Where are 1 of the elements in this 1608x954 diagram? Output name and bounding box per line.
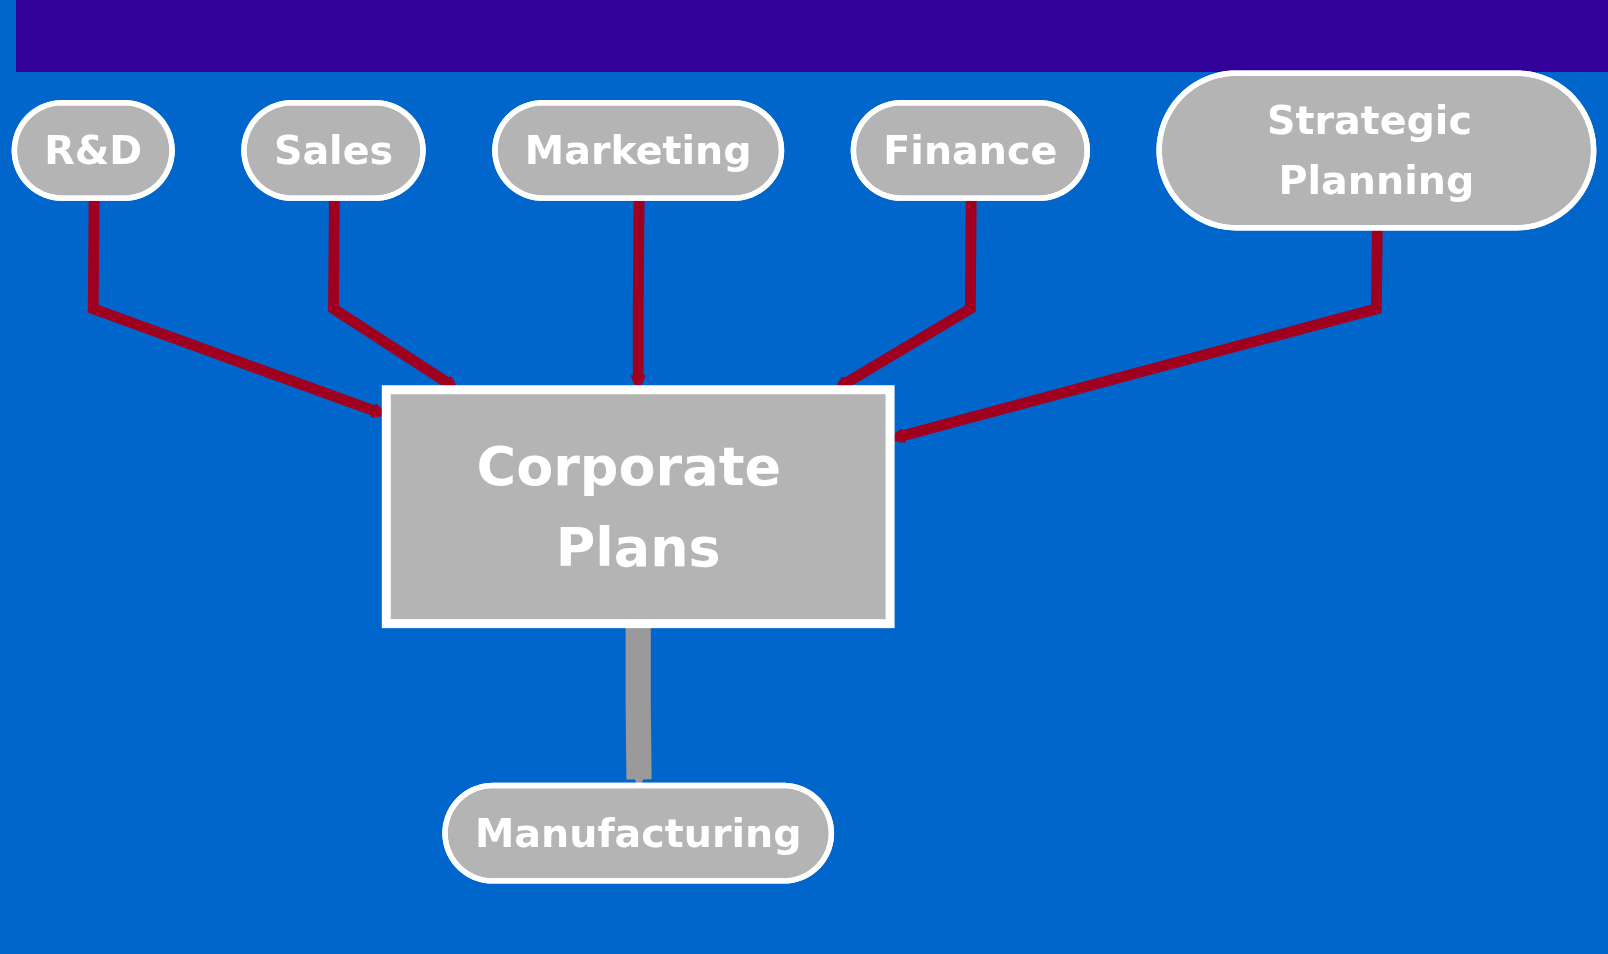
node-box: Corporate Plans bbox=[381, 385, 895, 629]
